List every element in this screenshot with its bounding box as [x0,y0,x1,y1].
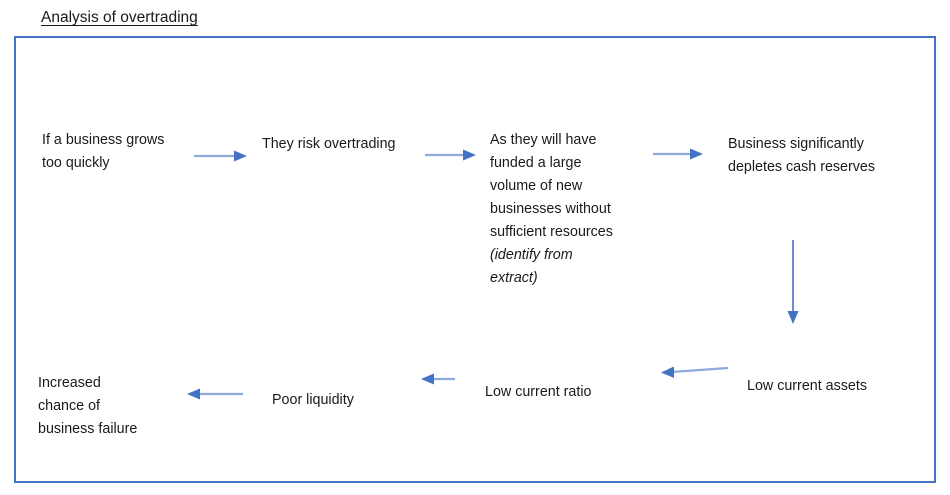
flow-node-text: Business significantly depletes cash res… [728,136,876,175]
flow-node-text: Low current assets [747,378,867,394]
flow-node-poor-liquidity: Poor liquidity [272,366,422,412]
page-title: Analysis of overtrading [41,9,198,26]
flow-node-business-depletes-cash-reserves: Business significantly depletes cash res… [728,110,928,179]
flow-node-as-they-will-have-funded: As they will have funded a large volume … [490,106,655,313]
flow-diagram-container [14,36,936,483]
flow-node-increased-chance-of-business-failure: Increased chance of business failure [38,349,198,441]
flow-node-text: They risk overtrading [262,136,396,152]
flow-node-text-italic: (identify from extract) [490,247,573,286]
flow-node-low-current-assets: Low current assets [747,352,927,398]
flow-node-text: Poor liquidity [272,392,354,408]
flow-node-low-current-ratio: Low current ratio [485,358,655,404]
flow-node-they-risk-overtrading: They risk overtrading [262,110,472,156]
flow-node-text: Low current ratio [485,384,592,400]
flow-node-if-a-business-grows-too-quickly: If a business grows too quickly [42,106,242,175]
flow-node-text: If a business grows too quickly [42,132,165,171]
flow-node-text: Increased chance of business failure [38,375,138,437]
flow-node-text: As they will have funded a large volume … [490,132,613,240]
